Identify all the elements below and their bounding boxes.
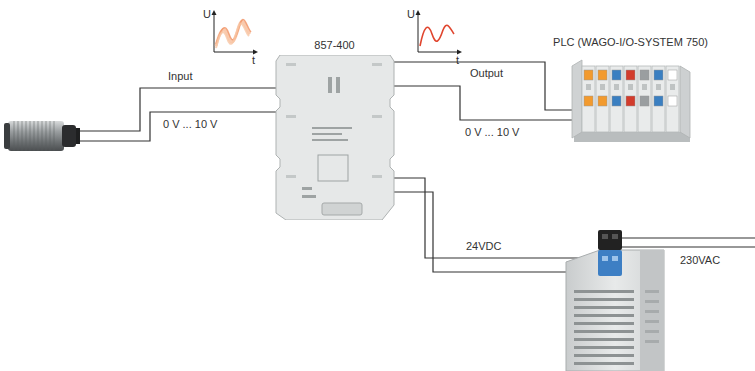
input-wires bbox=[80, 88, 277, 141]
input-signal-graph bbox=[212, 10, 259, 55]
supply-voltage: 24VDC bbox=[466, 240, 501, 253]
output-signal-graph bbox=[416, 10, 463, 55]
module-outline bbox=[272, 55, 397, 220]
module-outline bbox=[568, 52, 693, 152]
output-wire bbox=[394, 86, 575, 120]
axis-label: U bbox=[203, 8, 211, 21]
axis-label: t bbox=[456, 54, 459, 67]
supply-voltage: 230VAC bbox=[680, 254, 720, 267]
plc-module: PLC (WAGO-I/O-SYSTEM 750) bbox=[568, 52, 693, 152]
node-heading: PLC (WAGO-I/O-SYSTEM 750) bbox=[551, 36, 711, 49]
power-supply-illustration bbox=[566, 230, 664, 371]
voltage-range: 0 V ... 10 V bbox=[465, 126, 519, 139]
signal-wire bbox=[394, 62, 575, 110]
voltage-range: 0 V ... 10 V bbox=[163, 118, 217, 131]
signal-name: Input bbox=[168, 70, 192, 83]
axis-label: t bbox=[252, 54, 255, 67]
sensor-illustration bbox=[4, 121, 80, 151]
axis-label: U bbox=[407, 8, 415, 21]
signal-name: Output bbox=[470, 67, 503, 80]
power-wires bbox=[394, 178, 755, 272]
node-heading: 857-400 bbox=[272, 39, 397, 52]
signal-conditioner-module: 857-400 bbox=[272, 55, 397, 220]
